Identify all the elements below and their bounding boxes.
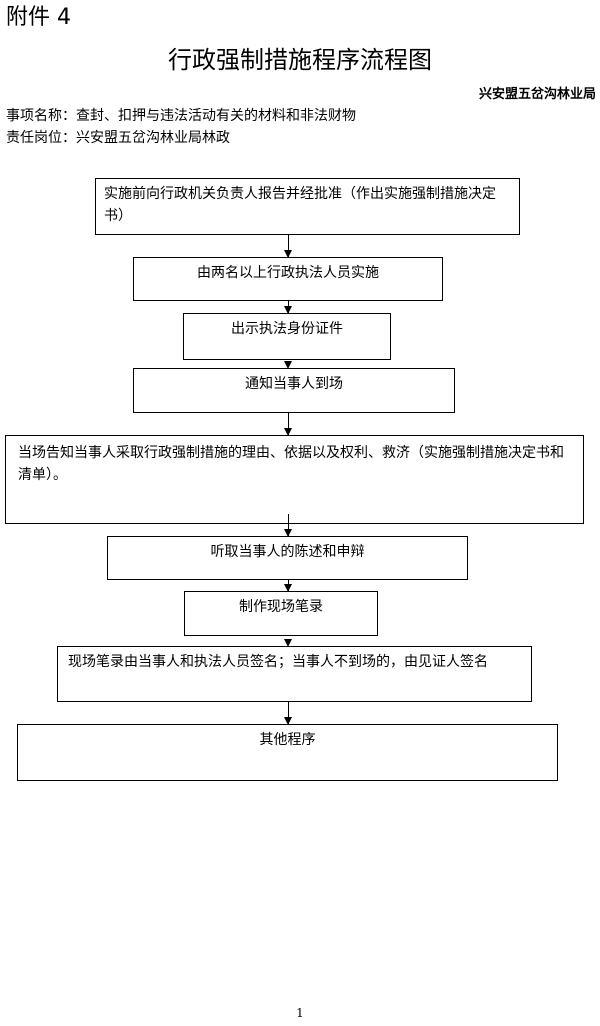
flow-arrow-2 (284, 301, 292, 314)
flow-step-5: 当场告知当事人采取行政强制措施的理由、依据以及权利、救济（实施强制措施决定书和清… (5, 435, 584, 524)
flow-arrow-3 (284, 340, 292, 369)
page-title: 行政强制措施程序流程图 (168, 46, 432, 74)
flow-arrow-6 (284, 580, 292, 592)
flow-step-4: 通知当事人到场 (133, 368, 455, 413)
flow-step-6: 听取当事人的陈述和申辩 (107, 536, 468, 580)
flow-step-2: 由两名以上行政执法人员实施 (133, 257, 443, 301)
flow-step-7: 制作现场笔录 (184, 591, 378, 636)
flow-arrow-7 (284, 618, 292, 647)
attachment-label: 附件 4 (6, 5, 71, 30)
page-number: 1 (296, 1006, 304, 1020)
item-name: 事项名称：查封、扣押与违法活动有关的材料和非法财物 (6, 108, 356, 124)
flow-arrow-8 (284, 702, 292, 725)
organization-name: 兴安盟五岔沟林业局 (478, 87, 596, 102)
flow-arrow-4 (284, 413, 292, 436)
flow-step-1: 实施前向行政机关负责人报告并经批准（作出实施强制措施决定书） (95, 178, 520, 235)
flow-step-9: 其他程序 (17, 724, 558, 781)
flow-step-3: 出示执法身份证件 (183, 313, 391, 360)
flow-arrow-1 (284, 235, 292, 258)
flow-step-8: 现场笔录由当事人和执法人员签名；当事人不到场的，由见证人签名 (57, 646, 532, 702)
responsible-post: 责任岗位：兴安盟五岔沟林业局林政 (6, 130, 230, 146)
flow-arrow-5 (284, 514, 292, 537)
